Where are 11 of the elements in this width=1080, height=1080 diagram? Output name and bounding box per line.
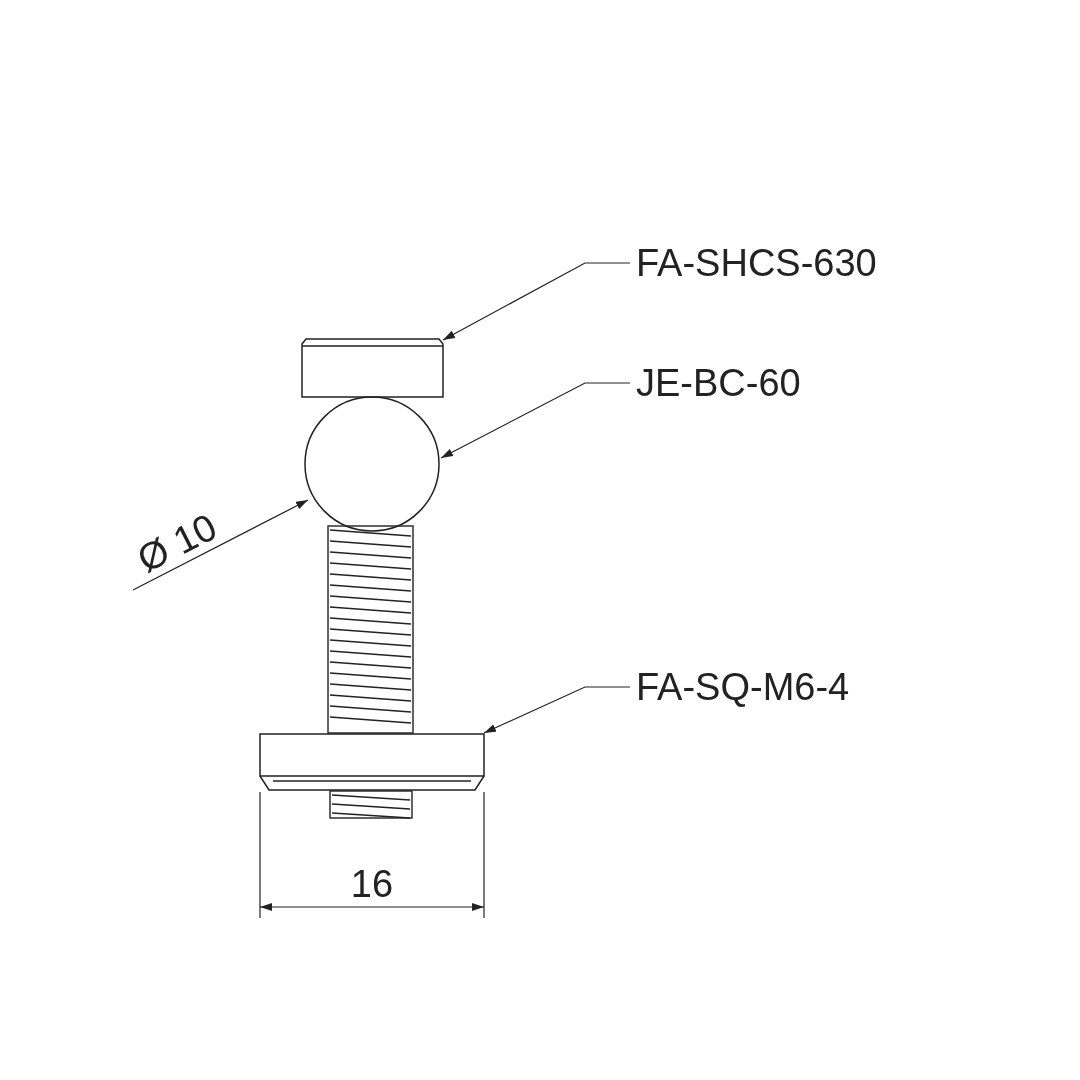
screw-head-part (301, 338, 444, 398)
leader-line (442, 262, 631, 341)
part-number-label: FA-SHCS-630 (636, 244, 877, 282)
part-number-label: JE-BC-60 (636, 364, 801, 402)
ball-part (302, 396, 442, 532)
leader-line (440, 382, 631, 459)
dimension-label: 16 (350, 865, 394, 903)
part-number-label: FA-SQ-M6-4 (636, 668, 850, 706)
dimension-label: Ø 10 (131, 507, 223, 579)
square-nut-part (259, 733, 485, 791)
leader-line (483, 686, 631, 734)
